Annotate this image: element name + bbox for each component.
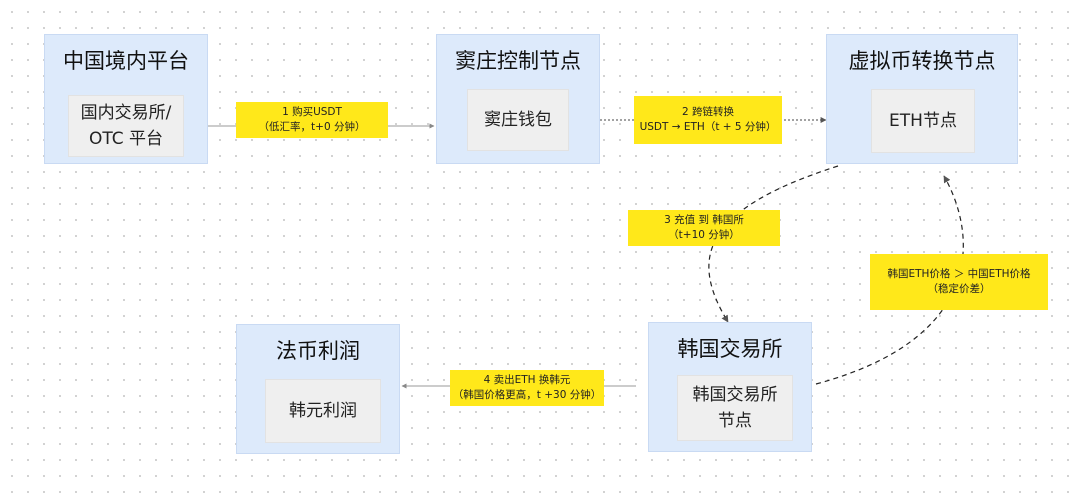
node-inner-box: 韩国交易所 节点 [677, 375, 793, 441]
node-control: 窦庄控制节点 窦庄钱包 [436, 34, 600, 164]
node-inner-box: 窦庄钱包 [467, 89, 569, 151]
node-crypto-conversion: 虚拟币转换节点 ETH节点 [826, 34, 1018, 164]
edge-label-step1: 1 购买USDT （低汇率，t+0 分钟） [236, 102, 388, 138]
node-title: 虚拟币转换节点 [848, 49, 996, 73]
node-inner-box: ETH节点 [871, 89, 975, 153]
node-korea-exchange: 韩国交易所 韩国交易所 节点 [648, 322, 812, 452]
node-fiat-profit: 法币利润 韩元利润 [236, 324, 400, 454]
edge-label-step3: 3 充值 到 韩国所 （t+10 分钟） [628, 210, 780, 246]
node-title: 韩国交易所 [677, 337, 783, 361]
node-title: 中国境内平台 [63, 49, 189, 73]
node-inner-box: 韩元利润 [265, 379, 381, 443]
edge-label-step4: 4 卖出ETH 换韩元 （韩国价格更高，t +30 分钟） [450, 370, 604, 406]
node-china-platform: 中国境内平台 国内交易所/ OTC 平台 [44, 34, 208, 164]
node-title: 法币利润 [276, 339, 360, 363]
node-inner-box: 国内交易所/ OTC 平台 [68, 95, 184, 157]
edge-label-step2: 2 跨链转换 USDT → ETH（t + 5 分钟） [634, 96, 782, 144]
edge-label-price-gap: 韩国ETH价格 ＞ 中国ETH价格 （稳定价差） [870, 254, 1048, 310]
node-title: 窦庄控制节点 [455, 49, 581, 73]
